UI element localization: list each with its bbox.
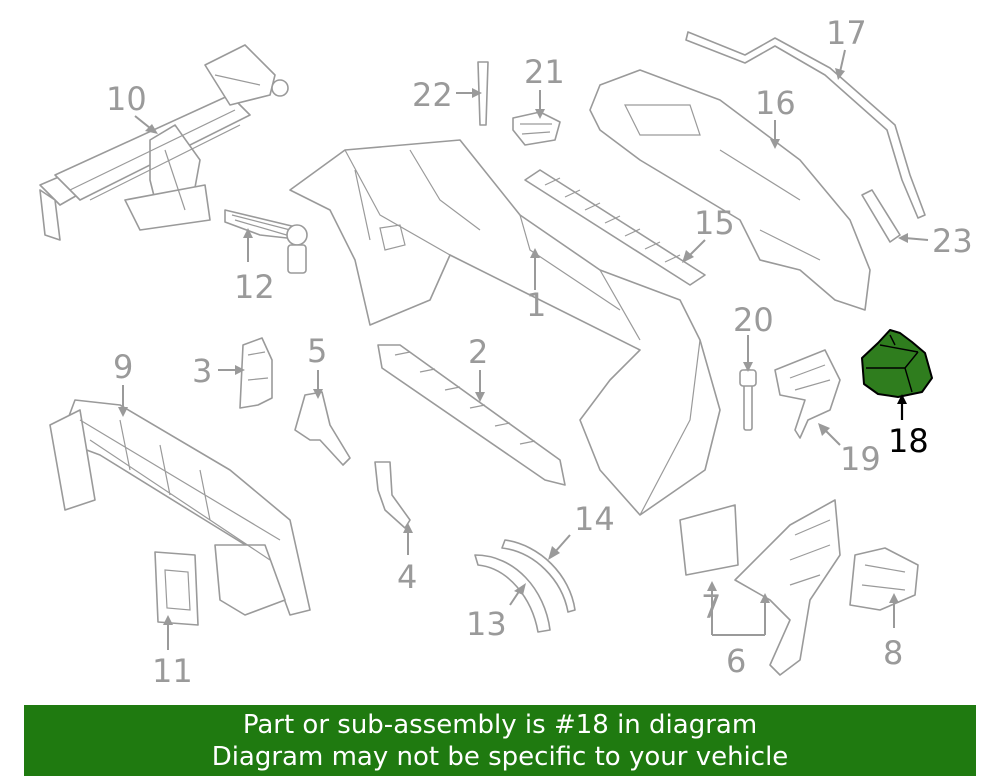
callout-1: 1: [526, 286, 546, 324]
callout-4: 4: [397, 558, 417, 596]
part-1-bumper-cover: [289, 139, 721, 516]
callout-12: 12: [234, 268, 275, 306]
callout-14: 14: [574, 500, 615, 538]
parts-diagram: 1 2 3 4 5 6 7 8 9 10 11 12 13 14 15 16 1…: [39, 14, 973, 690]
part-14-liner-strip: [501, 539, 576, 613]
leader-lines: [118, 49, 929, 650]
callout-5: 5: [307, 332, 327, 370]
part-22-pin: [477, 61, 489, 126]
part-19-bracket: [774, 349, 841, 439]
part-16-lower-valance: [589, 69, 871, 311]
part-21-bracket: [512, 111, 561, 146]
callout-16: 16: [755, 84, 796, 122]
part-3-bracket: [239, 337, 273, 409]
callout-11: 11: [152, 652, 193, 690]
callout-18: 18: [888, 422, 929, 460]
callout-2: 2: [468, 333, 488, 371]
callout-labels: 1 2 3 4 5 6 7 8 9 10 11 12 13 14 15 16 1…: [106, 14, 973, 690]
callout-17: 17: [826, 14, 867, 52]
callout-7: 7: [701, 588, 721, 626]
part-15-trim-grille: [524, 169, 706, 286]
part-2-energy-absorber: [377, 344, 566, 486]
part-20-pin: [739, 369, 757, 431]
part-17-trim-strip: [685, 31, 926, 219]
callout-8: 8: [883, 634, 903, 672]
info-banner: Part or sub-assembly is #18 in diagram D…: [24, 705, 976, 776]
part-4-bracket: [374, 461, 411, 529]
callout-13: 13: [466, 605, 507, 643]
part-5-bracket: [294, 391, 351, 466]
callout-23: 23: [932, 222, 973, 260]
part-7-plate-bracket: [679, 504, 739, 576]
part-23-trim-piece: [861, 189, 901, 243]
part-8-bracket: [849, 547, 919, 611]
part-18-highlighted: [861, 329, 933, 398]
part-6-side-bracket: [734, 499, 841, 676]
callout-10: 10: [106, 80, 147, 118]
callout-22: 22: [412, 76, 453, 114]
callout-15: 15: [694, 204, 735, 242]
callout-9: 9: [113, 348, 133, 386]
callout-3: 3: [192, 352, 212, 390]
callout-20: 20: [733, 301, 774, 339]
part-12-hitch-ball-mount: [224, 209, 308, 274]
part-11-plate: [154, 551, 199, 626]
callout-21: 21: [524, 53, 565, 91]
banner-line-1: Part or sub-assembly is #18 in diagram: [242, 710, 758, 740]
part-13-wheel-liner: [474, 554, 551, 633]
callout-19: 19: [840, 440, 881, 478]
part-9-impact-bar: [49, 399, 311, 616]
banner-line-2: Diagram may not be specific to your vehi…: [211, 742, 789, 772]
part-10-hitch-crossmember: [39, 44, 289, 241]
callout-6: 6: [726, 642, 746, 680]
